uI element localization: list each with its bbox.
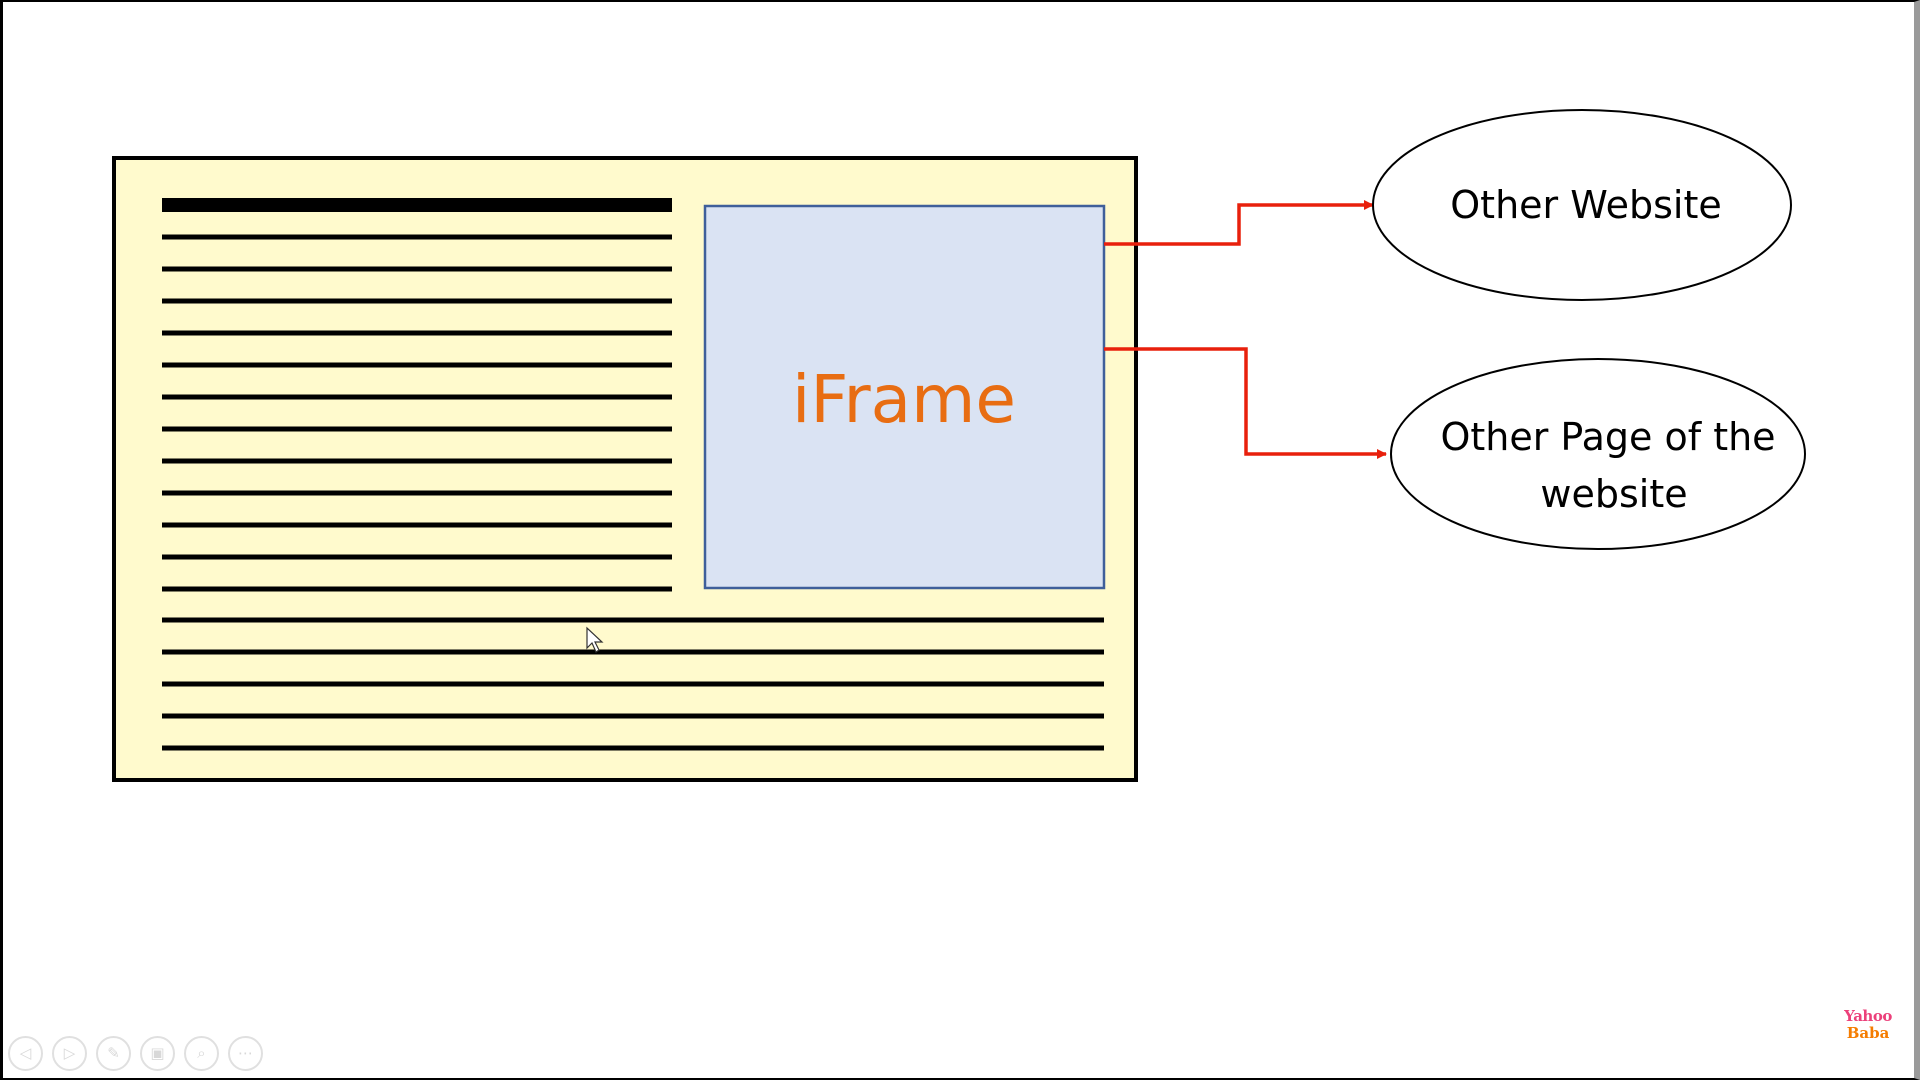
more-icon[interactable]: ⋯ — [228, 1036, 263, 1071]
zoom-icon[interactable]: ⌕ — [184, 1036, 219, 1071]
yahoo-baba-watermark: Yahoo Baba — [1838, 1008, 1898, 1042]
slideshow-controls: ◁ ▷ ✎ ▣ ⌕ ⋯ — [8, 1036, 263, 1076]
iframe-label: iFrame — [792, 361, 1016, 438]
other-page-label-line1: Other Page of the — [1440, 415, 1775, 459]
arrow-to-other-website — [1104, 200, 1374, 246]
other-website-ellipse — [1372, 109, 1792, 301]
arrow-to-other-page — [1104, 347, 1387, 459]
watermark-line2: Baba — [1846, 1024, 1890, 1042]
page-text-lines — [162, 198, 1104, 751]
next-icon[interactable]: ▷ — [52, 1036, 87, 1071]
iframe-box — [703, 204, 1106, 590]
other-page-label-line2: website — [1540, 472, 1687, 516]
slides-icon[interactable]: ▣ — [140, 1036, 175, 1071]
other-website-label: Other Website — [1450, 183, 1721, 227]
watermark-line1: Yahoo — [1844, 1007, 1892, 1025]
pen-icon[interactable]: ✎ — [96, 1036, 131, 1071]
other-page-ellipse — [1390, 358, 1806, 550]
mouse-cursor-icon — [586, 626, 604, 653]
previous-icon[interactable]: ◁ — [8, 1036, 43, 1071]
